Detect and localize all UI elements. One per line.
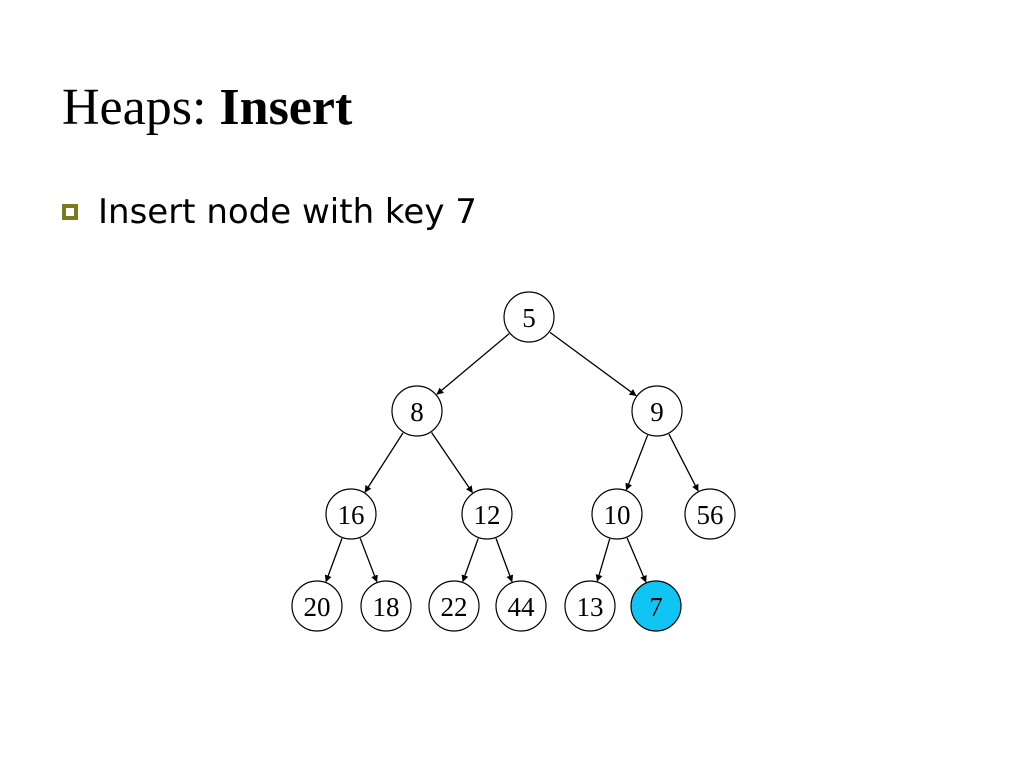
edge-n5-n8 (436, 333, 510, 395)
node-circle (325, 488, 377, 540)
edge-n16-n18 (359, 538, 378, 583)
edge-n9-n10 (625, 434, 649, 491)
edge-n8-n12 (431, 432, 473, 494)
edge-n12-n44 (495, 538, 514, 583)
heap-node-44: 44 (495, 580, 547, 632)
heap-node-5: 5 (503, 291, 555, 343)
heap-node-20: 20 (291, 580, 343, 632)
slide-title: Heaps: Insert (62, 82, 352, 134)
heap-node-56: 56 (684, 488, 736, 540)
node-key-label: 56 (697, 500, 724, 530)
heap-node-13: 13 (564, 580, 616, 632)
heap-node-22: 22 (428, 580, 480, 632)
node-circle (503, 291, 555, 343)
node-circle (360, 580, 412, 632)
node-circle (564, 580, 616, 632)
edge-n10-n7 (626, 537, 647, 583)
hollow-square-bullet-icon (62, 204, 78, 220)
heap-node-10: 10 (591, 488, 643, 540)
edge-n9-n56 (668, 433, 699, 492)
inserted-node-circle (630, 580, 682, 632)
node-circle (461, 488, 513, 540)
node-circle (684, 488, 736, 540)
edge-n10-n13 (595, 538, 611, 582)
node-circle (631, 385, 683, 437)
heap-node-12: 12 (461, 488, 513, 540)
heap-nodes: 5 8 9 16 12 10 56 20 18 22 44 13 7 (291, 291, 736, 632)
node-key-label: 16 (338, 500, 365, 530)
node-circle (291, 580, 343, 632)
node-key-label: 10 (604, 500, 631, 530)
heap-node-9: 9 (631, 385, 683, 437)
edge-n5-n9 (549, 331, 637, 397)
node-key-label: 7 (649, 592, 663, 622)
title-prefix: Heaps: (62, 79, 220, 136)
edge-n16-n20 (324, 538, 343, 583)
node-key-label: 20 (304, 592, 331, 622)
node-circle (391, 385, 443, 437)
node-circle (428, 580, 480, 632)
heap-node-18: 18 (360, 580, 412, 632)
node-key-label: 18 (373, 592, 400, 622)
heap-node-7: 7 (630, 580, 682, 632)
node-key-label: 13 (577, 592, 604, 622)
edge-n12-n22 (461, 538, 479, 583)
node-circle (495, 580, 547, 632)
node-key-label: 44 (508, 592, 536, 622)
node-key-label: 12 (474, 500, 501, 530)
node-key-label: 5 (522, 303, 536, 333)
edge-n8-n16 (364, 432, 404, 493)
node-key-label: 8 (410, 397, 424, 427)
node-circle (591, 488, 643, 540)
bullet-item: Insert node with key 7 (62, 190, 477, 234)
heap-edges (324, 331, 699, 583)
node-key-label: 22 (441, 592, 468, 622)
title-emphasis: Insert (219, 79, 353, 136)
bullet-text: Insert node with key 7 (98, 192, 477, 232)
node-key-label: 9 (650, 397, 664, 427)
heap-node-16: 16 (325, 488, 377, 540)
heap-node-8: 8 (391, 385, 443, 437)
